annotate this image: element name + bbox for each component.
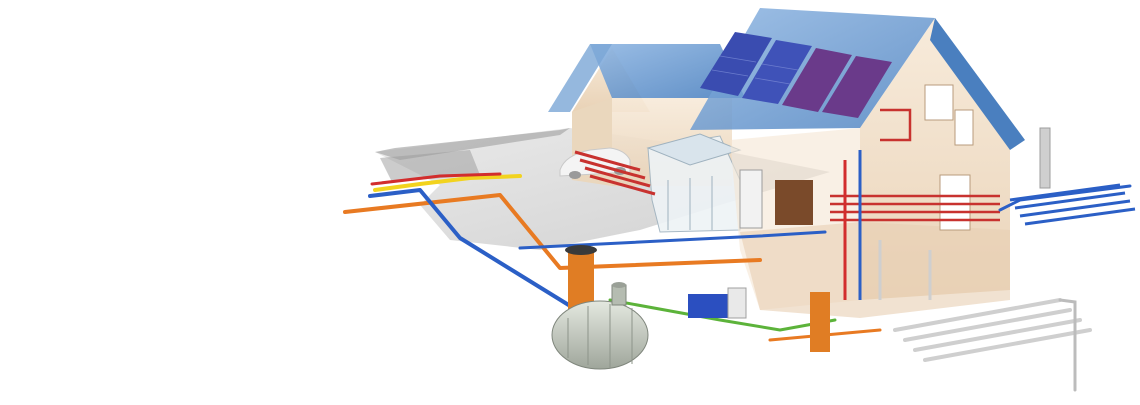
conservatory xyxy=(646,133,742,233)
risers xyxy=(843,150,932,300)
pipe-network xyxy=(343,172,1132,342)
filter-unit xyxy=(688,287,747,319)
rooftop-vent xyxy=(1039,127,1051,189)
underfloor-heating-left xyxy=(574,150,656,196)
solar-panels xyxy=(700,32,892,118)
water-storage-tank xyxy=(551,282,649,370)
underfloor-heating-upstairs xyxy=(830,108,1000,222)
ground-heat-loops xyxy=(893,298,1092,392)
ground-collector-right xyxy=(1009,183,1136,226)
